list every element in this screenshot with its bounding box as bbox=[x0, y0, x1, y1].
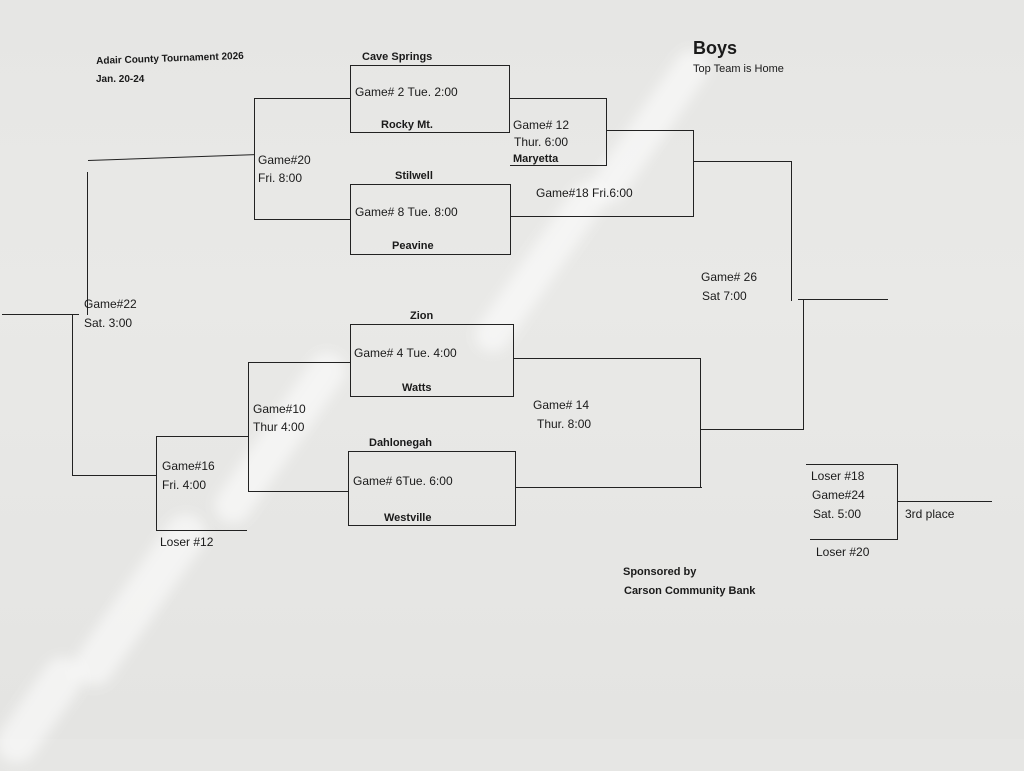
game-2-label: Game# 2 Tue. 2:00 bbox=[355, 85, 458, 99]
game-20-label: Game#20 bbox=[258, 153, 311, 167]
game-6-label: Game# 6Tue. 6:00 bbox=[353, 474, 453, 488]
g12-bottom-line bbox=[510, 165, 607, 167]
team-rocky-mt: Rocky Mt. bbox=[381, 119, 433, 131]
game-24-time: Sat. 5:00 bbox=[813, 507, 862, 521]
sponsor-line-1: Sponsored by bbox=[623, 566, 697, 578]
game-14-time: Thur. 8:00 bbox=[537, 417, 592, 431]
g16-top-line bbox=[157, 436, 249, 438]
game-10-time: Thur 4:00 bbox=[253, 420, 305, 434]
team-stilwell: Stilwell bbox=[395, 170, 433, 182]
game-20-time: Fri. 8:00 bbox=[258, 171, 303, 185]
team-peavine: Peavine bbox=[392, 240, 434, 252]
g10-bottom-line bbox=[249, 491, 348, 493]
g20-bottom-line bbox=[255, 219, 350, 221]
glare-streak bbox=[0, 649, 91, 771]
game-22-label: Game#22 bbox=[84, 297, 137, 311]
game-12-time: Thur. 6:00 bbox=[514, 135, 569, 149]
g26-right-lower-line bbox=[803, 300, 805, 430]
g18-right-line bbox=[693, 130, 695, 217]
g24-bottom-line bbox=[810, 539, 898, 541]
g20-top-line bbox=[255, 98, 350, 100]
game-8-box bbox=[350, 184, 511, 255]
glare-streak bbox=[207, 345, 353, 531]
game-18-label: Game#18 Fri.6:00 bbox=[536, 186, 633, 200]
game-6-box bbox=[348, 451, 516, 526]
game-26-time: Sat 7:00 bbox=[702, 289, 747, 303]
game-22-time: Sat. 3:00 bbox=[84, 316, 133, 330]
game-24-label: Game#24 bbox=[812, 488, 865, 502]
team-watts: Watts bbox=[402, 382, 432, 394]
g26-right-upper-line bbox=[791, 161, 793, 301]
g14-bottom-line bbox=[516, 487, 702, 489]
g14-top-line bbox=[514, 358, 700, 360]
tournament-name: Adair County Tournament 2026 bbox=[96, 50, 244, 67]
g24-top-line bbox=[806, 464, 898, 466]
game-14-label: Game# 14 bbox=[533, 398, 590, 412]
g18-bottom-line bbox=[511, 216, 694, 218]
game-2-box bbox=[350, 65, 510, 133]
game-16-time: Fri. 4:00 bbox=[162, 478, 207, 492]
g14-right-line bbox=[700, 358, 702, 488]
g20-left-line bbox=[254, 98, 256, 220]
g24-right-line bbox=[897, 464, 899, 540]
sponsor-line-2: Carson Community Bank bbox=[624, 585, 756, 597]
team-dahlonegah: Dahlonegah bbox=[369, 437, 432, 449]
team-cave-springs: Cave Springs bbox=[362, 51, 433, 63]
g26-bottom-line bbox=[700, 429, 804, 431]
game-26-label: Game# 26 bbox=[701, 270, 758, 284]
g22-output-line bbox=[2, 314, 79, 316]
tournament-dates: Jan. 20-24 bbox=[96, 74, 145, 85]
team-maryetta: Maryetta bbox=[513, 153, 559, 165]
g22-left-upper-line bbox=[87, 172, 89, 315]
g22-bottom-line bbox=[72, 475, 157, 477]
g26-top-line bbox=[694, 161, 792, 163]
game-4-label: Game# 4 Tue. 4:00 bbox=[354, 346, 457, 360]
g22-top-line bbox=[87, 154, 255, 162]
bracket-title: Boys bbox=[693, 38, 738, 58]
third-place-label: 3rd place bbox=[905, 507, 955, 521]
game-8-label: Game# 8 Tue. 8:00 bbox=[355, 205, 458, 219]
game-10-label: Game#10 bbox=[253, 402, 306, 416]
g10-left-line bbox=[248, 362, 250, 492]
game-16-label: Game#16 bbox=[162, 459, 215, 473]
g22-left-lower-line bbox=[72, 315, 74, 476]
loser-20-label: Loser #20 bbox=[816, 545, 870, 559]
loser-18-label: Loser #18 bbox=[811, 469, 865, 483]
g16-bottom-line bbox=[157, 530, 247, 532]
loser-12-label: Loser #12 bbox=[160, 535, 214, 549]
g24-output-line bbox=[898, 501, 992, 503]
game-12-label: Game# 12 bbox=[513, 118, 570, 132]
bracket-subtitle: Top Team is Home bbox=[693, 63, 784, 75]
g12-right-line bbox=[606, 98, 608, 166]
g26-output-line bbox=[798, 299, 888, 301]
g18-top-line bbox=[606, 130, 694, 132]
team-zion: Zion bbox=[410, 310, 434, 322]
g12-top-line bbox=[510, 98, 607, 100]
team-westville: Westville bbox=[384, 512, 432, 524]
g16-left-line bbox=[156, 436, 158, 531]
game-4-box bbox=[350, 324, 514, 397]
g10-top-line bbox=[249, 362, 350, 364]
